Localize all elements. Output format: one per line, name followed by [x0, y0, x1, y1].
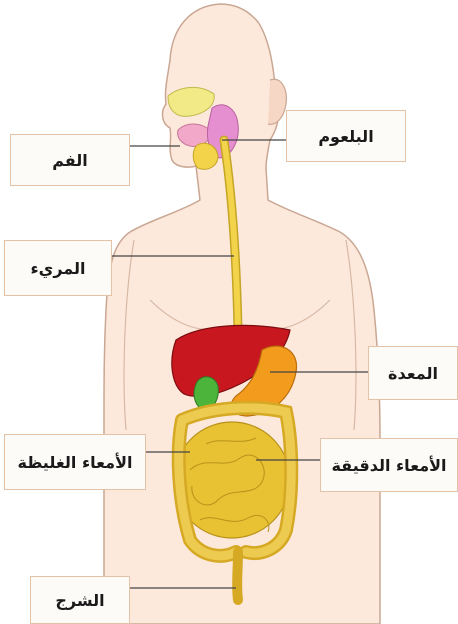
- label-pharynx: البلعوم: [286, 110, 406, 162]
- label-mouth: الفم: [10, 134, 130, 186]
- label-small-intestine: الأمعاء الدقيقة: [320, 438, 458, 492]
- jaw-gland: [193, 143, 218, 169]
- label-large-intestine: الأمعاء الغليظة: [4, 434, 146, 490]
- rectum: [237, 552, 238, 600]
- ear: [268, 79, 286, 124]
- label-esophagus: المريء: [4, 240, 112, 296]
- label-rectum: الشرج: [30, 576, 130, 624]
- label-stomach: المعدة: [368, 346, 458, 400]
